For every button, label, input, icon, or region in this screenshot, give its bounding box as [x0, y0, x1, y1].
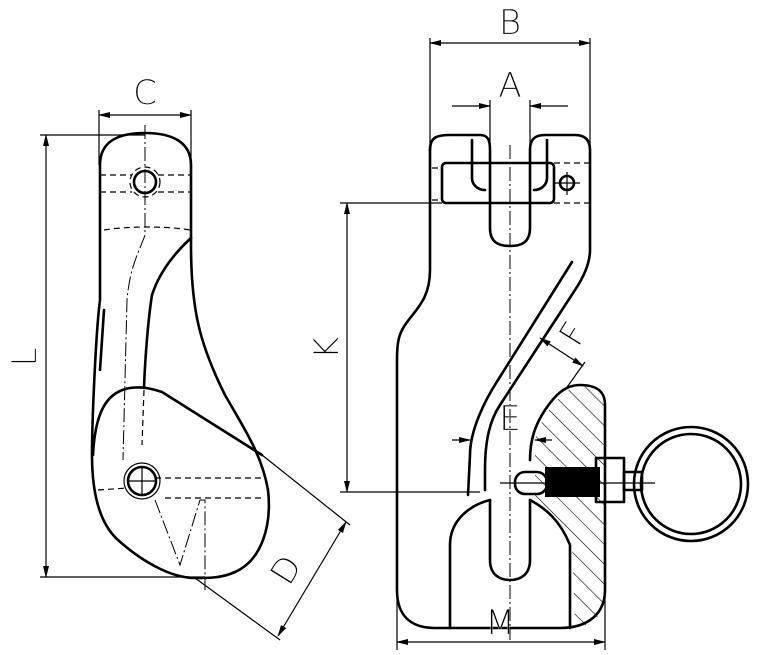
- side-body-outline: [90, 131, 271, 580]
- centerline: [122, 125, 146, 461]
- label-c: C: [133, 73, 157, 113]
- spring: [545, 467, 600, 497]
- bottom-eye: [448, 498, 572, 630]
- side-view: [40, 110, 351, 641]
- hidden-line: [100, 174, 191, 193]
- label-k: K: [307, 337, 347, 359]
- hidden-line: [97, 389, 265, 499]
- pin-collar: [470, 138, 549, 192]
- hatched-section: [535, 385, 605, 628]
- top-pin-hole: [132, 169, 158, 195]
- gate-latch: [466, 260, 574, 497]
- label-a: A: [498, 66, 521, 106]
- centerline: [154, 499, 206, 590]
- pull-ring-inner: [639, 432, 743, 536]
- hidden-line: [103, 226, 191, 231]
- label-e: E: [499, 399, 520, 439]
- side-edge-line: [98, 308, 106, 372]
- label-m: M: [485, 603, 514, 643]
- pin: [440, 161, 556, 205]
- dimension-d: [277, 521, 347, 637]
- front-view: [340, 38, 750, 650]
- side-latch-outline: [91, 386, 264, 457]
- label-d: D: [263, 548, 311, 591]
- label-f: F: [552, 315, 596, 353]
- side-inner-curve: [142, 236, 193, 390]
- hidden-circle: [129, 166, 161, 198]
- label-l: L: [5, 348, 45, 367]
- dimension-f: [539, 337, 584, 367]
- latch-pin-ring: [123, 462, 161, 500]
- pull-ring-outer: [632, 425, 750, 543]
- label-b: B: [499, 3, 521, 43]
